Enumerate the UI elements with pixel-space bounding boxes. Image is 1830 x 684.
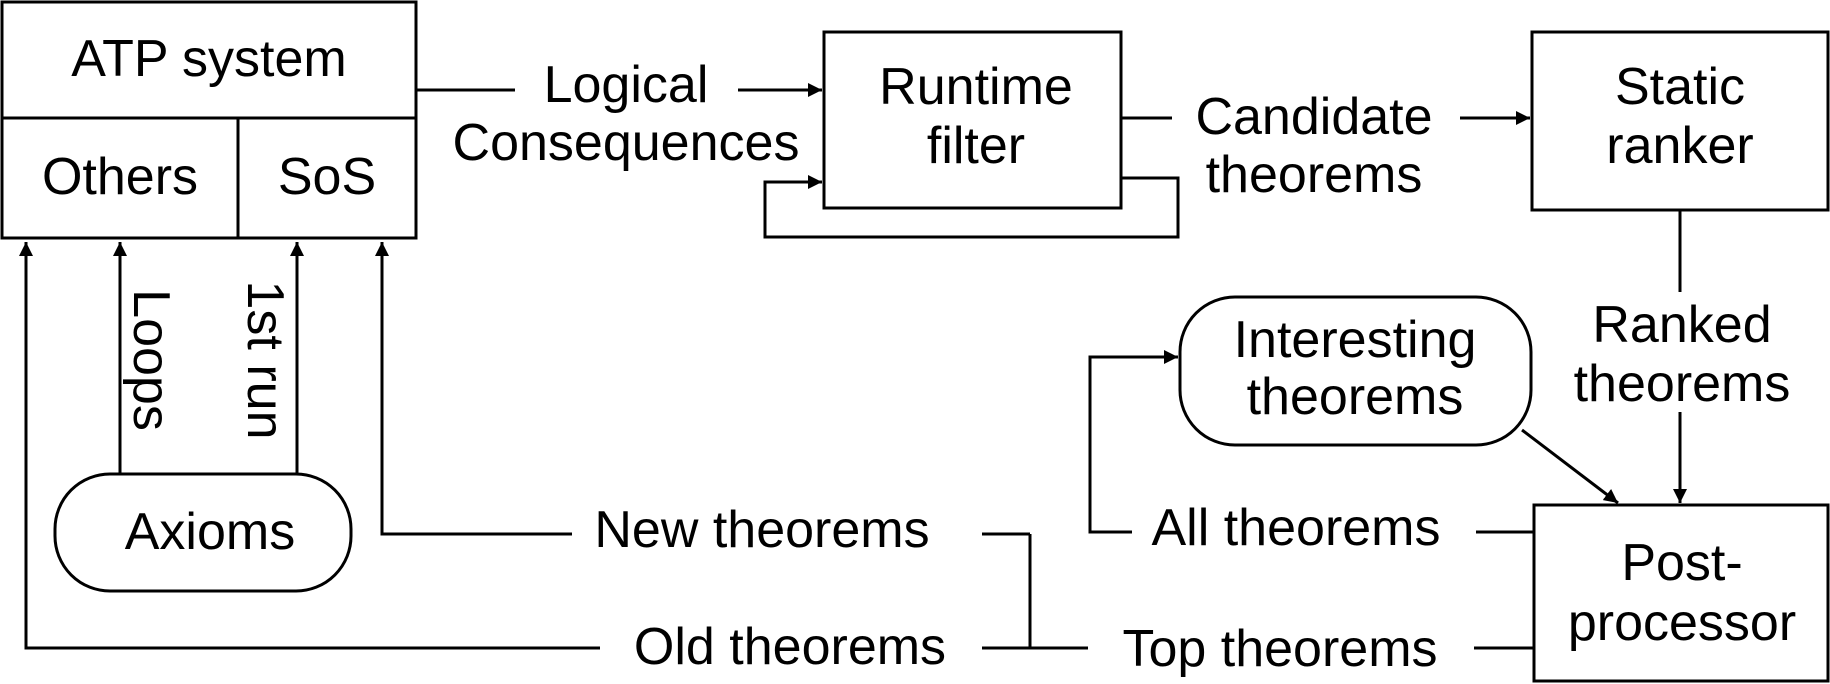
first-run-edge: 1st run	[236, 242, 304, 474]
post-processor-line2: processor	[1568, 594, 1796, 652]
axioms-node: Axioms	[53, 472, 353, 593]
old-theorems-label: Old theorems	[634, 618, 946, 676]
ranked-theorems-edge: Ranked theorems	[1574, 210, 1791, 503]
others-cell: Others	[42, 148, 198, 206]
logical-consequences-line2: Consequences	[453, 114, 800, 172]
interesting-theorems-line2: theorems	[1247, 368, 1464, 426]
new-theorems-edge: New theorems	[375, 242, 930, 559]
top-theorems-label: Top theorems	[1122, 620, 1437, 678]
new-theorems-label: New theorems	[594, 501, 929, 559]
ranked-theorems-line1: Ranked	[1592, 296, 1771, 354]
runtime-filter-loop	[763, 175, 1180, 239]
interesting-theorems-line1: Interesting	[1234, 311, 1477, 369]
post-processor-node: Post- processor	[1532, 503, 1830, 683]
runtime-filter-line1: Runtime	[879, 58, 1073, 116]
candidate-theorems-line1: Candidate	[1195, 88, 1432, 146]
candidate-theorems-line2: theorems	[1206, 146, 1423, 204]
old-theorems-edge: Old theorems	[19, 242, 946, 676]
junction-connector	[982, 532, 1032, 650]
runtime-filter-line2: filter	[927, 117, 1025, 175]
logical-consequences-line1: Logical	[544, 56, 709, 114]
loops-edge: Loops	[113, 242, 180, 474]
sos-cell: SoS	[278, 148, 376, 206]
axioms-label: Axioms	[125, 503, 295, 561]
interesting-theorems-node: Interesting theorems	[1178, 295, 1533, 447]
static-ranker-node: Static ranker	[1530, 30, 1830, 212]
all-theorems-label: All theorems	[1152, 499, 1441, 557]
ranked-theorems-line2: theorems	[1574, 355, 1791, 413]
candidate-theorems-edge: Candidate theorems	[1121, 88, 1530, 204]
loops-label: Loops	[122, 289, 180, 431]
interesting-to-postprocessor-arrow	[1521, 428, 1619, 505]
static-ranker-line1: Static	[1615, 58, 1745, 116]
atp-system-title: ATP system	[71, 30, 346, 88]
static-ranker-line2: ranker	[1606, 117, 1753, 175]
all-theorems-edge: All theorems	[1088, 350, 1534, 557]
logical-consequences-edge: Logical Consequences	[416, 56, 822, 172]
top-theorems-edge: Top theorems	[1030, 620, 1534, 678]
atp-system-box: ATP system Others SoS	[0, 0, 418, 240]
first-run-label: 1st run	[236, 281, 294, 440]
runtime-filter-node: Runtime filter	[822, 30, 1123, 210]
post-processor-line1: Post-	[1621, 534, 1742, 592]
